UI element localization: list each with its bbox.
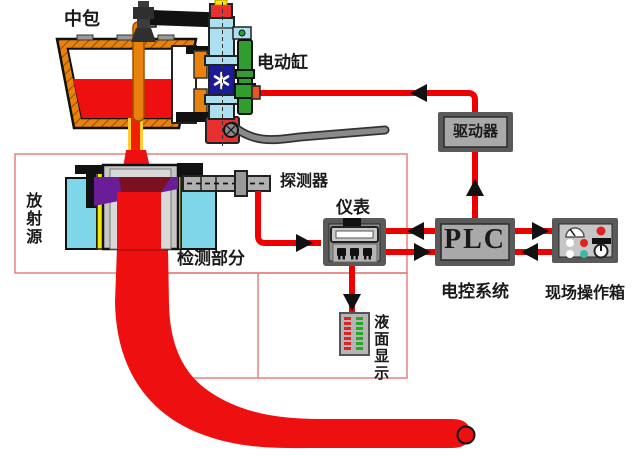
wire-detector-to-instrument [255,191,321,246]
wire-terminal-nub [251,85,261,100]
driver-box [438,112,513,152]
asterisk-icon [213,71,230,90]
radiation-source-label: 放射源 [23,192,43,246]
arrow-left-to-instrument [407,222,424,240]
mold-assembly [65,163,217,251]
arrow-up-to-driver [466,179,484,196]
indicator-white-2 [566,250,574,258]
cast-strand-stream [115,247,476,449]
connector-icons [337,248,372,260]
instrument-box [323,218,386,266]
detection-section-label: 检测部分 [177,249,245,269]
tundish-liquid [73,79,179,118]
led-column-green [356,317,363,350]
control-system-label: 电控系统 [441,282,509,302]
arrow-left-to-cylinder [410,84,427,102]
arrow-left-to-plc [521,243,538,261]
tundish-side-bracket [171,45,230,124]
selector-slot [592,238,611,244]
field-operation-box-label: 现场操作箱 [544,283,625,302]
detector-bar [182,170,271,197]
indicator-red-top [596,226,606,236]
arrow-right-into-instrument [296,234,313,252]
electric-cylinder-assembly [204,0,390,148]
arrow-down-to-display [343,294,361,311]
arrow-right-to-plc [414,243,431,261]
instrument-label: 仪表 [336,198,370,218]
indicator-red-mid [580,239,588,247]
driver-label: 驱动器 [452,122,498,140]
detector-label: 探测器 [280,171,329,190]
plc-label: PLC [444,224,506,255]
indicator-teal [580,250,588,258]
wire-cylinder-to-driver [256,90,478,218]
tundish-label: 中包 [64,9,100,30]
led-column-red [344,317,351,350]
electric-cylinder-label: 电动缸 [257,53,308,73]
indicator-white-1 [566,239,574,247]
mold-stream [117,192,161,249]
arrow-right-to-opbox [532,222,549,240]
level-display-box [339,312,370,356]
signal-arrows [296,84,549,311]
strand-end-cap [456,425,476,445]
operation-panel-box [552,218,618,263]
plc-box [435,218,515,266]
level-display-label: 液面显示 [372,314,391,382]
